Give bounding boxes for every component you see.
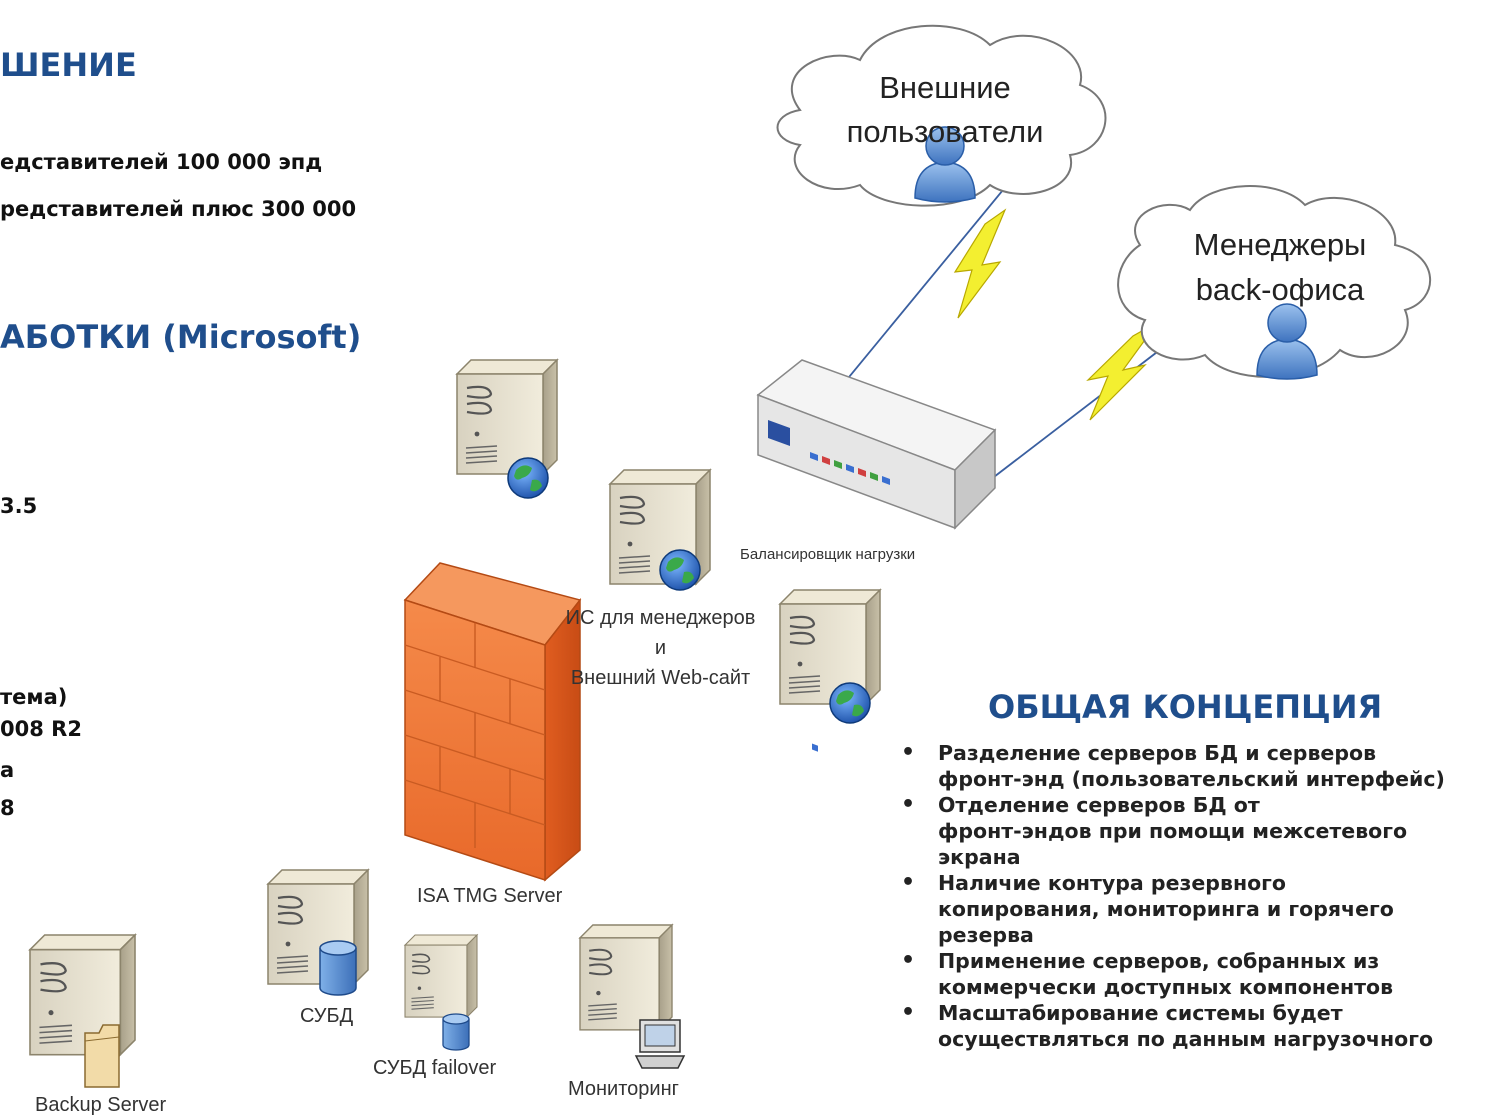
cloud-label-line: back-офиса (1195, 272, 1365, 307)
web-servers-label-line: ИС для менеджеров (565, 607, 756, 629)
cloud-label-external-users: Внешние пользователи (840, 66, 1050, 154)
section-heading-solution: ШЕНИЕ (0, 46, 137, 84)
concept-item-line: экрана (938, 845, 1021, 869)
load-balancer-icon (756, 359, 997, 752)
cloud-label-line: Внешние (879, 70, 1011, 105)
monitoring-label: Мониторинг (568, 1078, 679, 1100)
concept-item-line: Применение серверов, собранных из (938, 949, 1380, 973)
cloud-external-users (776, 24, 1107, 207)
firewall-label: ISA TMG Server (417, 885, 563, 907)
concept-item: Применение серверов, собранных из коммер… (895, 948, 1493, 1000)
web-servers-label-line: Внешний Web-сайт (570, 667, 751, 689)
text-line: тема) (0, 685, 68, 709)
firewall-icon (403, 562, 582, 882)
concept-item-line: фронт-энд (пользовательский интерфейс) (938, 767, 1445, 791)
backup-server-icon (28, 933, 137, 1088)
concept-item-line: коммерчески доступных компонентов (938, 975, 1394, 999)
dbms-failover-label: СУБД failover (373, 1057, 497, 1079)
web-server-icon (455, 358, 559, 499)
concept-item-line: Отделение серверов БД от (938, 793, 1260, 817)
concept-item: Масштабирование системы будет осуществля… (895, 1000, 1493, 1052)
text-line: 3.5 (0, 494, 38, 518)
dbms-label: СУБД (300, 1005, 354, 1027)
text-line: редставителей плюс 300 000 (0, 197, 357, 221)
cloud-label-line: пользователи (846, 114, 1044, 149)
monitoring-server-icon (578, 923, 686, 1069)
concept-item-line: Разделение серверов БД и серверов (938, 741, 1377, 765)
concept-item: Наличие контура резервного копирования, … (895, 870, 1493, 948)
concept-item-line: Наличие контура резервного (938, 871, 1286, 895)
concept-list: Разделение серверов БД и серверов фронт-… (895, 740, 1493, 1052)
lightning-icon (1086, 321, 1159, 421)
text-line: а (0, 758, 15, 782)
web-servers-label: ИС для менеджеров и Внешний Web-сайт (548, 603, 773, 693)
web-servers-label-line: и (654, 637, 667, 659)
lightning-icon (953, 208, 1007, 319)
concept-item: Разделение серверов БД и серверов фронт-… (895, 740, 1493, 792)
dbms-server-icon (266, 868, 370, 996)
concept-item-line: фронт-эндов при помощи межсетевого (938, 819, 1408, 843)
web-server-icon (778, 588, 882, 724)
cloud-label-line: Менеджеры (1193, 227, 1367, 262)
concept-item: Отделение серверов БД от фронт-эндов при… (895, 792, 1493, 870)
concept-item-line: осуществляться по данным нагрузочного (938, 1027, 1434, 1051)
web-server-icon (608, 468, 712, 591)
text-line: 8 (0, 796, 15, 820)
backup-label: Backup Server (35, 1094, 167, 1116)
text-line: едставителей 100 000 эпд (0, 150, 323, 174)
balancer-label: Балансировщик нагрузки (740, 546, 916, 563)
concept-title: ОБЩАЯ КОНЦЕПЦИЯ (988, 688, 1383, 726)
cloud-backoffice (1117, 185, 1431, 378)
concept-item-line: Масштабирование системы будет (938, 1001, 1343, 1025)
dbms-failover-server-icon (404, 934, 478, 1051)
concept-item-line: резерва (938, 923, 1034, 947)
concept-item-line: копирования, мониторинга и горячего (938, 897, 1394, 921)
text-line: 008 R2 (0, 717, 82, 741)
cloud-label-backoffice: Менеджеры back-офиса (1165, 222, 1395, 312)
section-heading-development: АБОТКИ (Microsoft) (0, 318, 362, 356)
